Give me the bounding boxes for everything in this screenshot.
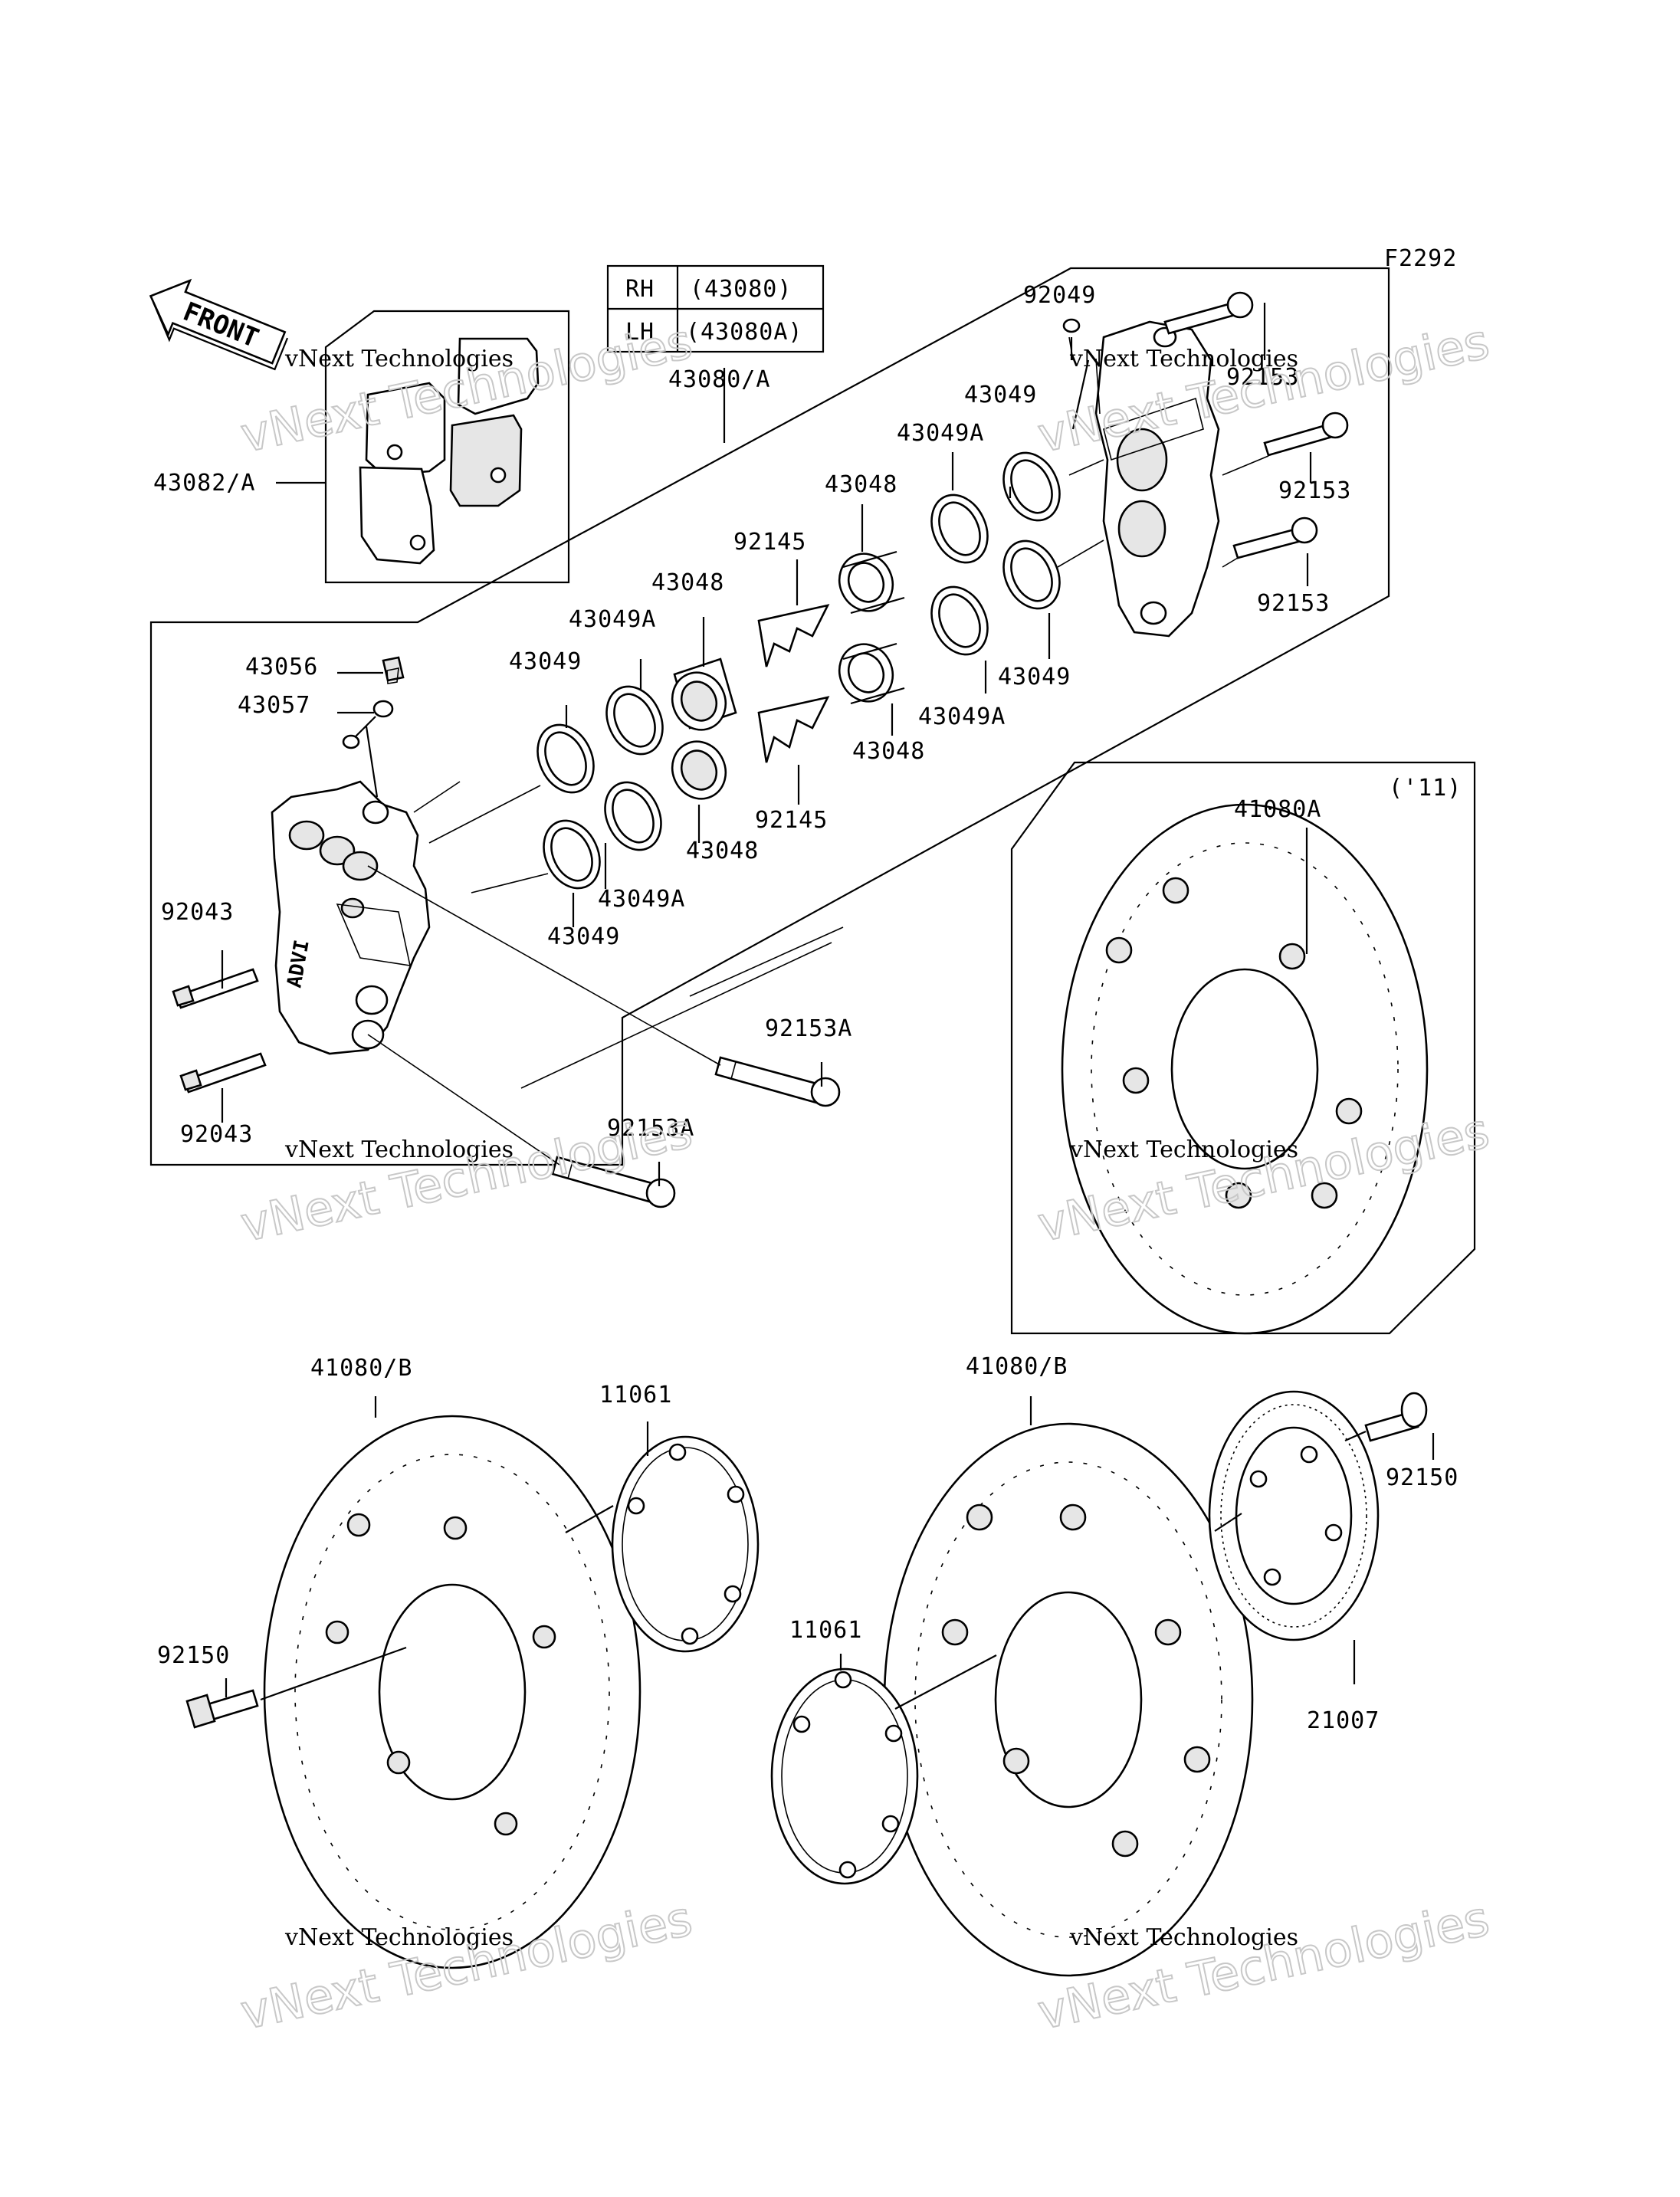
part-labels: 43080/A 43082/A 92049 92153 92153 92153 … — [153, 282, 1459, 1734]
label-43080A: 43080/A — [668, 366, 770, 393]
left-caliper-body: ADVI — [271, 780, 431, 1055]
label-43049A-right: 43049A — [918, 703, 1006, 730]
label-43049A-top: 43049A — [897, 420, 984, 447]
label-21007: 21007 — [1307, 1707, 1380, 1734]
disc-bolt-92150-right — [1364, 1392, 1428, 1442]
bleeder-valve-icon — [342, 656, 405, 749]
label-92153A-right: 92153A — [765, 1015, 852, 1042]
pad-pins-92153A — [551, 1056, 841, 1208]
table-side-rh: RH — [625, 276, 655, 303]
piston-seals — [536, 451, 1061, 890]
watermark-line: vNext Technologies — [284, 1924, 514, 1951]
pad-springs — [757, 604, 830, 763]
side-table: RH (43080) LH (43080A) — [606, 264, 825, 353]
label-11061-top: 11061 — [599, 1382, 672, 1408]
label-43048-mid: 43048 — [651, 569, 724, 596]
front-label: FRONT — [179, 297, 263, 354]
label-43049A-low: 43049A — [598, 886, 685, 913]
year-note: ('11) — [1389, 775, 1462, 802]
table-side-lh: LH — [625, 319, 655, 346]
year-variant-box — [1010, 761, 1476, 1335]
label-92145-top: 92145 — [733, 529, 806, 556]
label-92150-right: 92150 — [1386, 1464, 1459, 1491]
label-43082A: 43082/A — [153, 470, 255, 497]
mounting-bolts-92043 — [172, 968, 267, 1094]
gasket-11061-right — [770, 1667, 919, 1885]
label-43049-mid: 43049 — [509, 648, 582, 675]
label-43056: 43056 — [245, 654, 318, 680]
label-41080A: 41080A — [1234, 796, 1321, 823]
label-92049: 92049 — [1023, 282, 1096, 309]
gasket-11061-left — [611, 1435, 760, 1653]
mounting-bolts-92153 — [1062, 291, 1349, 559]
label-43049-low: 43049 — [547, 923, 620, 950]
label-92153-top: 92153 — [1226, 364, 1299, 391]
leader-lines — [221, 303, 1435, 1710]
front-arrow-icon: FRONT — [149, 278, 289, 371]
pistons — [671, 550, 905, 800]
label-43048-low: 43048 — [686, 838, 759, 864]
figure-code: F2292 — [1384, 245, 1457, 272]
abs-sensor-rotor-21007 — [1208, 1390, 1380, 1641]
label-92043-top: 92043 — [161, 899, 234, 926]
label-92153-mid: 92153 — [1278, 477, 1351, 504]
brake-disc-41080A — [1061, 803, 1429, 1335]
watermark-line: vNext Technologies — [1069, 1136, 1298, 1163]
brake-pads-icon — [359, 337, 540, 565]
label-11061-low: 11061 — [789, 1617, 862, 1644]
label-43049-right: 43049 — [998, 664, 1071, 690]
table-part-lh: (43080A) — [686, 319, 803, 346]
label-92153-low: 92153 — [1257, 590, 1330, 617]
brake-pad-box — [324, 310, 570, 584]
label-43048-right: 43048 — [852, 738, 925, 765]
table-part-rh: (43080) — [690, 276, 792, 303]
label-92153A-left: 92153A — [607, 1115, 694, 1142]
brake-disc-41080B-right — [883, 1422, 1254, 1977]
watermark-line: vNext Technologies — [1069, 346, 1298, 372]
right-caliper-body — [1094, 320, 1220, 638]
label-92150-left: 92150 — [157, 1642, 230, 1669]
disc-bolt-92150-left — [185, 1689, 259, 1729]
assembly-lines — [367, 336, 1269, 1166]
label-41080B-right: 41080/B — [966, 1353, 1068, 1380]
label-43048-top: 43048 — [825, 471, 897, 498]
label-43049A-mid: 43049A — [569, 606, 656, 633]
label-92043-low: 92043 — [180, 1121, 253, 1148]
label-41080B-left: 41080/B — [310, 1355, 412, 1382]
watermark-line: vNext Technologies — [1069, 1924, 1298, 1951]
caliper-assembly-outline — [149, 267, 1390, 1166]
brake-disc-41080B-left — [263, 1415, 641, 1969]
watermark-line: vNext Technologies — [284, 1136, 514, 1163]
label-43049-top: 43049 — [964, 382, 1037, 408]
label-92145-low: 92145 — [755, 807, 828, 834]
watermark-line: vNext Technologies — [284, 346, 514, 372]
label-43057: 43057 — [238, 692, 310, 719]
